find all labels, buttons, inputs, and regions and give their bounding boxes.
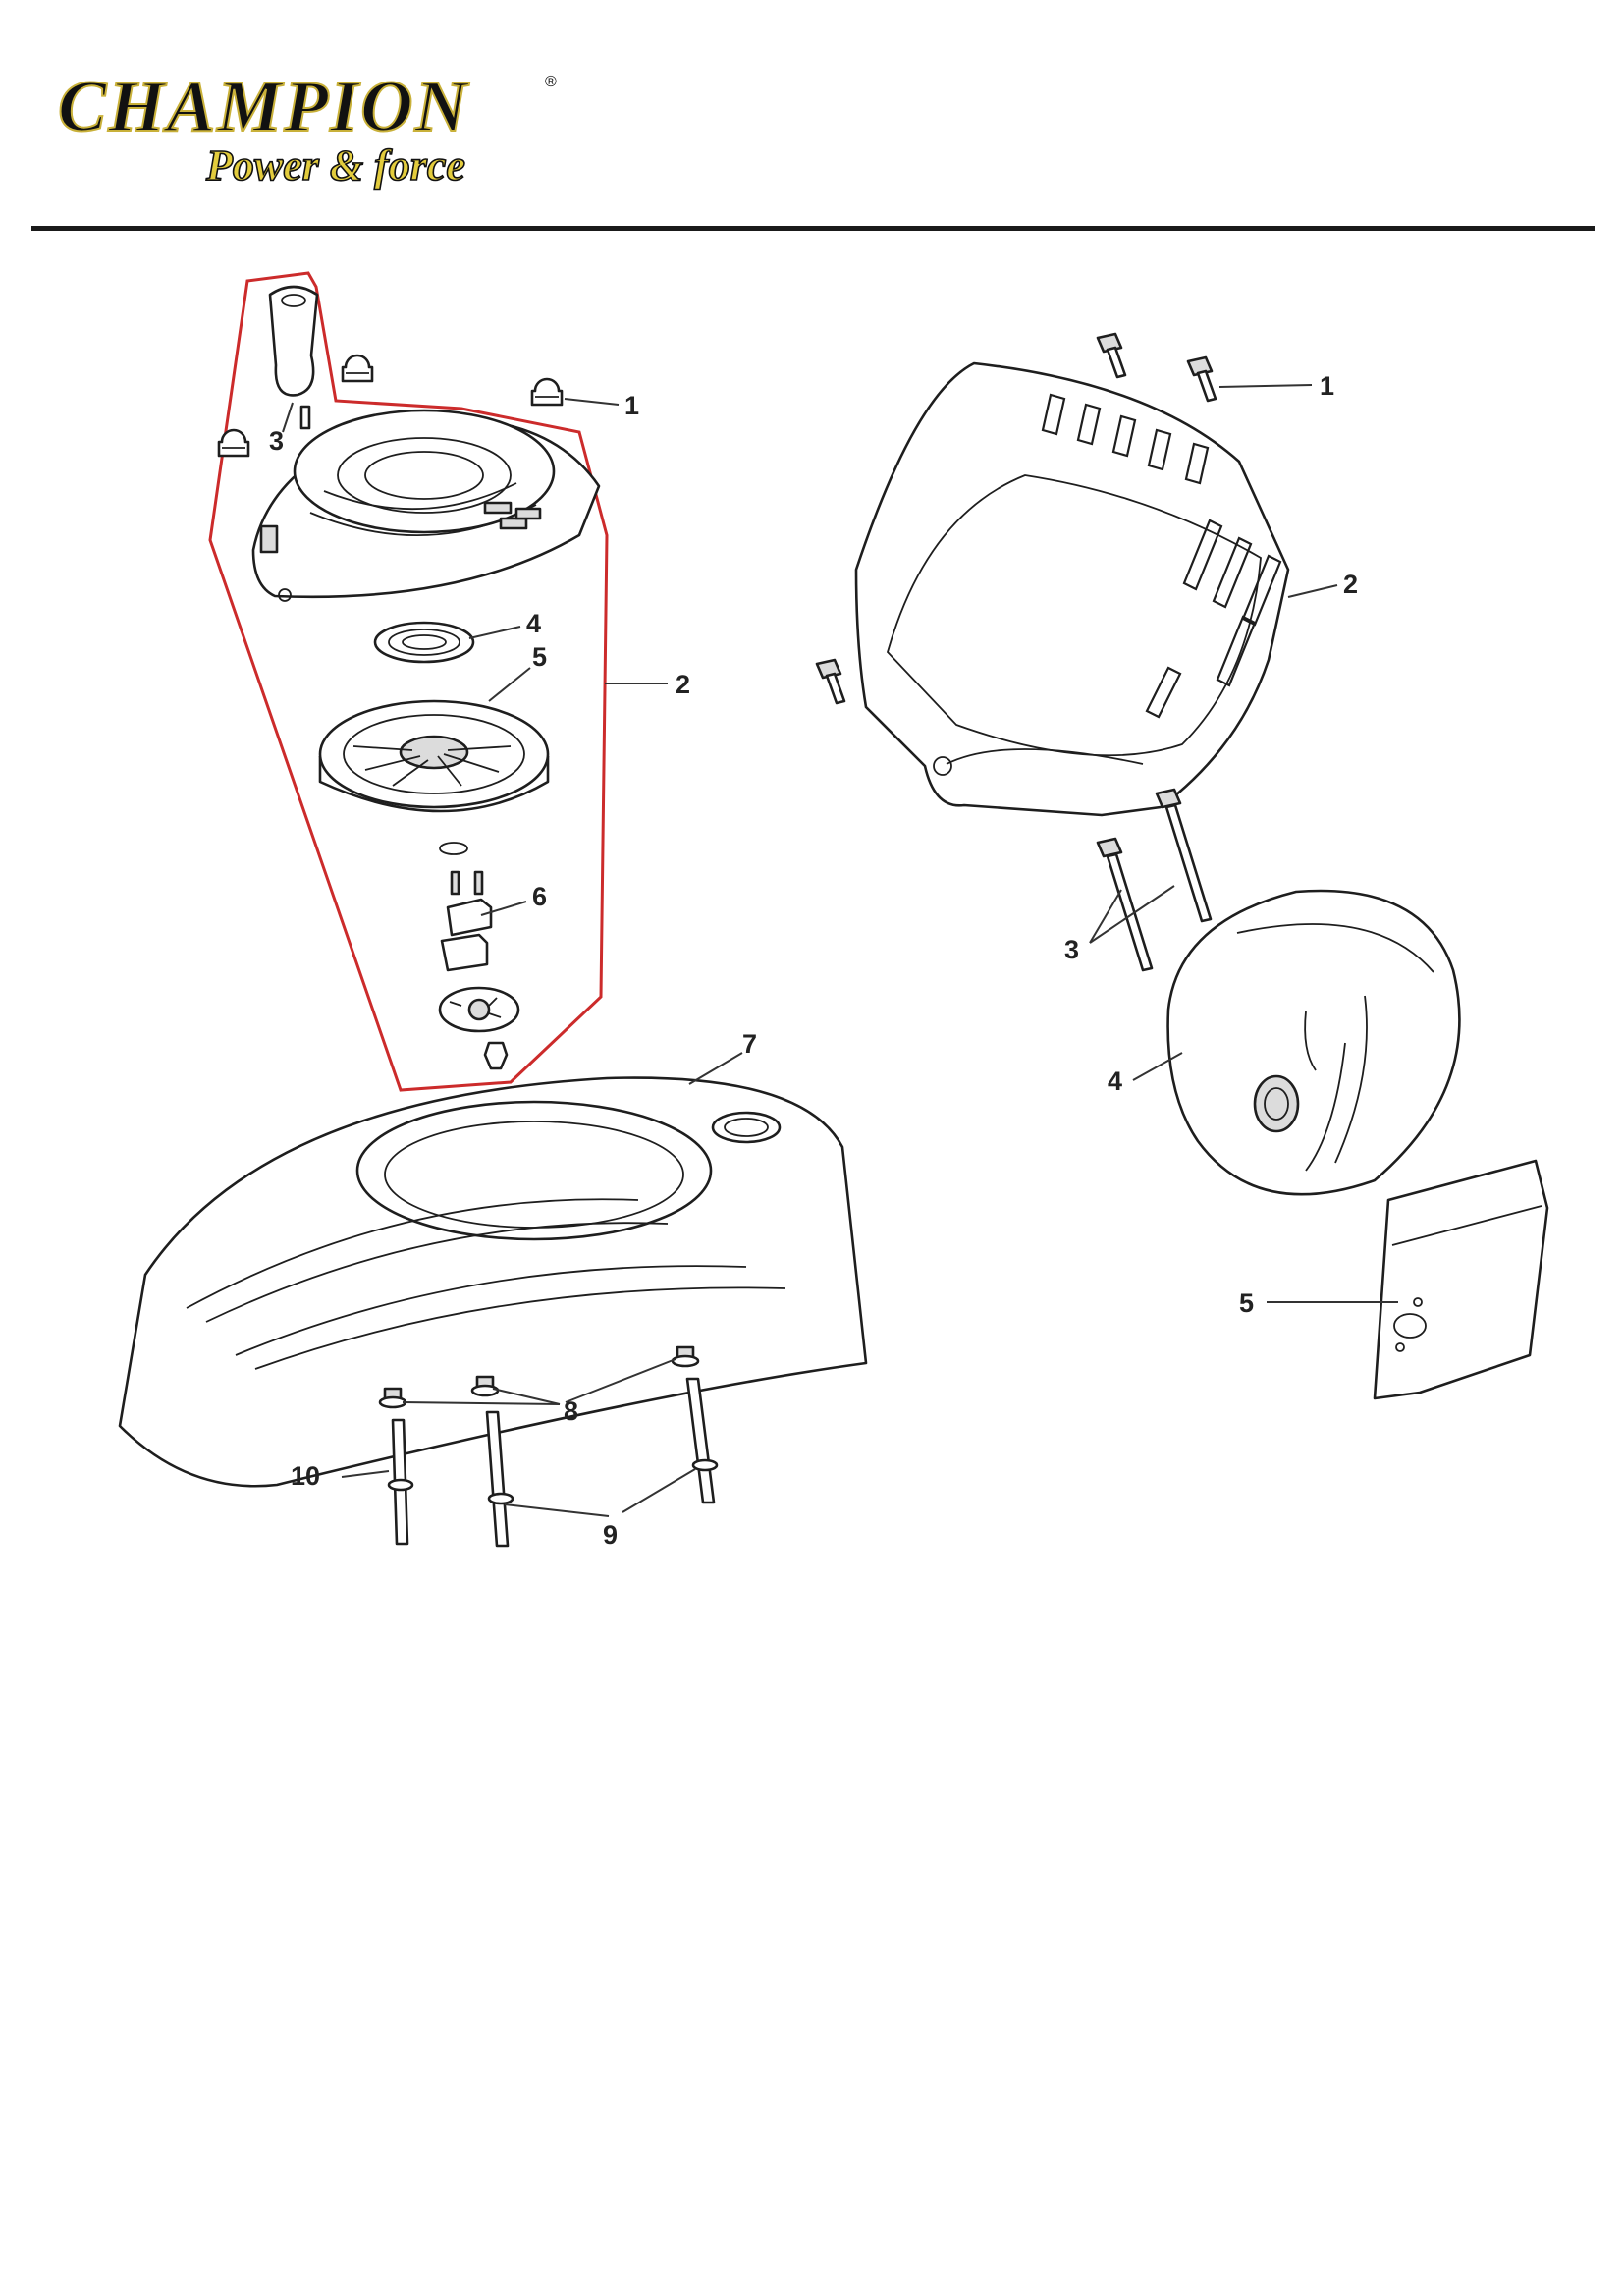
callout-5: 5 [1239, 1288, 1254, 1318]
brand-wordmark: CHAMPION [58, 67, 470, 147]
stud-bolt-icon [485, 1410, 514, 1548]
callout-1: 1 [1320, 371, 1334, 401]
leader-line [480, 901, 527, 916]
leader-line [622, 1468, 696, 1513]
leader-line [564, 398, 620, 406]
cap-nut-icon [530, 377, 564, 407]
brand-tagline: Power & force [205, 141, 465, 190]
leader-line [488, 667, 531, 702]
callout-7: 7 [742, 1029, 757, 1059]
callout-3: 3 [269, 426, 284, 456]
callout-6: 6 [532, 882, 547, 911]
ratchet-plate-icon [438, 986, 520, 1033]
callout-10: 10 [291, 1461, 320, 1491]
long-bolt-icon [1096, 837, 1154, 972]
long-bolt-icon [1155, 788, 1213, 923]
callout-2: 2 [676, 670, 690, 699]
callout-4: 4 [1108, 1066, 1122, 1096]
cap-nut-icon [341, 354, 374, 383]
starter-housing-icon [251, 409, 601, 602]
leader-line [468, 626, 521, 639]
spiral-spring-icon [373, 621, 475, 664]
leader-line [282, 402, 294, 433]
leader-line [492, 1388, 561, 1405]
muffler-heat-shield-icon [854, 361, 1290, 817]
leader-line [565, 1358, 676, 1403]
leader-line [1287, 584, 1338, 598]
muffler-icon [1166, 889, 1461, 1196]
exploded-parts-diagram: 1 3 4 5 2 6 7 8 10 9 [118, 271, 1549, 1550]
flange-bolt-icon [1186, 355, 1217, 403]
right-assembly: 1 2 3 4 5 [815, 332, 1549, 1400]
left-assembly: 1 3 4 5 2 6 7 8 10 9 [118, 271, 868, 1550]
callout-5: 5 [532, 642, 547, 672]
leader-line [1218, 384, 1313, 388]
callout-9: 9 [603, 1520, 618, 1550]
recoil-pulley-icon [318, 699, 550, 855]
flange-nut-icon [378, 1387, 407, 1409]
starter-handle-icon [268, 285, 319, 430]
callout-3: 3 [1064, 935, 1079, 964]
leader-line [1089, 889, 1122, 944]
leader-line [1089, 885, 1175, 944]
header-rule [31, 226, 1595, 231]
champion-logo: CHAMPION ® Power & force [57, 66, 557, 191]
fan-cover-icon [118, 1076, 868, 1488]
center-screw-icon [483, 1041, 509, 1070]
leader-line [504, 1503, 610, 1517]
callout-1: 1 [624, 391, 639, 420]
cap-nut-icon [217, 428, 250, 458]
callout-4: 4 [526, 609, 541, 638]
callout-8: 8 [564, 1396, 578, 1426]
leader-line [688, 1052, 743, 1085]
flange-nut-icon [470, 1375, 500, 1397]
callout-2: 2 [1343, 570, 1358, 599]
flange-bolt-icon [815, 658, 846, 705]
leader-line [1132, 1052, 1183, 1081]
muffler-gasket-icon [1373, 1159, 1549, 1400]
flange-bolt-icon [1096, 332, 1127, 379]
ratchet-pawl-icon [440, 870, 493, 972]
brand-registered-mark: ® [545, 74, 557, 90]
flange-nut-icon [671, 1345, 700, 1368]
stud-bolt-icon [685, 1377, 719, 1504]
leader-line [341, 1470, 390, 1478]
stud-bolt-icon [387, 1418, 414, 1546]
leader-line [402, 1401, 561, 1405]
